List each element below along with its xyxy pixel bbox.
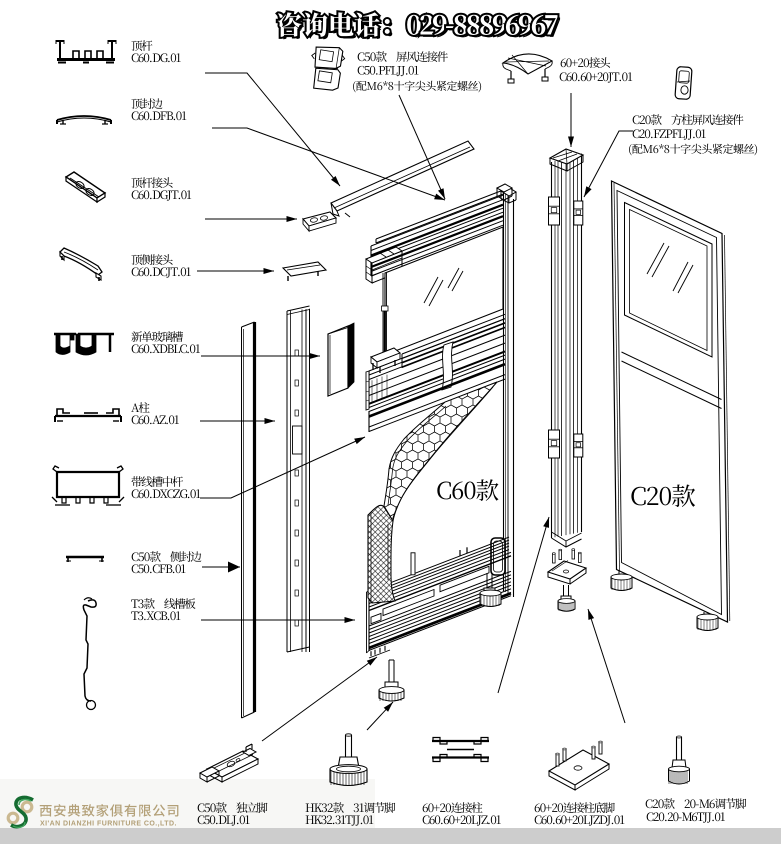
svg-text:XI'AN DIANZHI FURNITURE CO.,LT: XI'AN DIANZHI FURNITURE CO.,LTD. — [40, 821, 177, 828]
